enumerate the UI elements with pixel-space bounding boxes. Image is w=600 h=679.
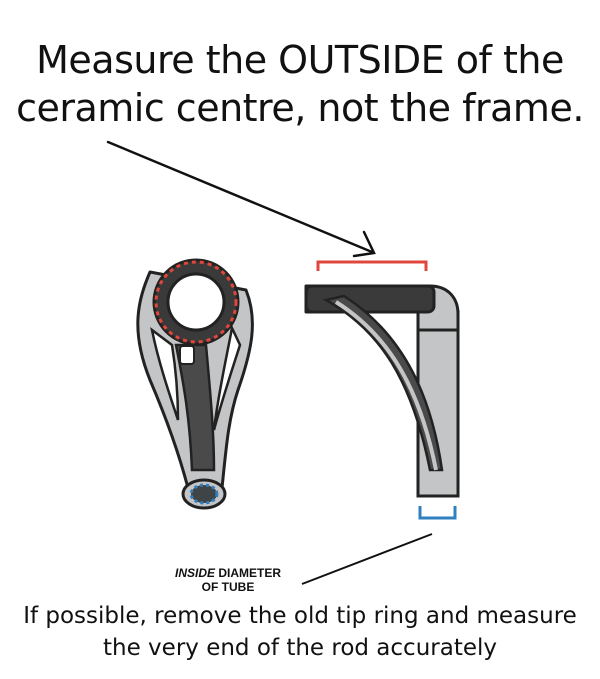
ceramic-ring-outside-marker	[154, 260, 238, 344]
footer-instructions: If possible, remove the old tip ring and…	[0, 600, 600, 664]
footer-line-2: the very end of the rod accurately	[103, 635, 497, 661]
outside-measure-bracket	[316, 260, 428, 271]
headline: Measure the OUTSIDE of the ceramic centr…	[0, 36, 600, 132]
tip-ring-front-view	[136, 258, 254, 510]
headline-line-2: ceramic centre, not the frame.	[16, 86, 584, 130]
headline-line-1: Measure the OUTSIDE of the	[36, 38, 564, 82]
front-frame-cutout-right	[212, 323, 242, 431]
front-frame-cutout-left	[150, 327, 180, 421]
outside-pointer-arrow	[106, 140, 376, 258]
inside-measure-bracket	[418, 506, 457, 520]
inside-pointer-line	[301, 533, 433, 585]
inside-label-rest: DIAMETER	[218, 566, 282, 580]
ceramic-ring-inner	[166, 272, 226, 332]
inside-label-emphasis: INSIDE	[174, 566, 215, 580]
inside-diameter-label: INSIDE DIAMETER OF TUBE	[148, 566, 308, 594]
footer-line-1: If possible, remove the old tip ring and…	[23, 603, 577, 629]
inside-label-line-2: OF TUBE	[201, 580, 255, 594]
tip-ring-side-view	[304, 260, 460, 520]
tube-inside	[189, 483, 219, 505]
